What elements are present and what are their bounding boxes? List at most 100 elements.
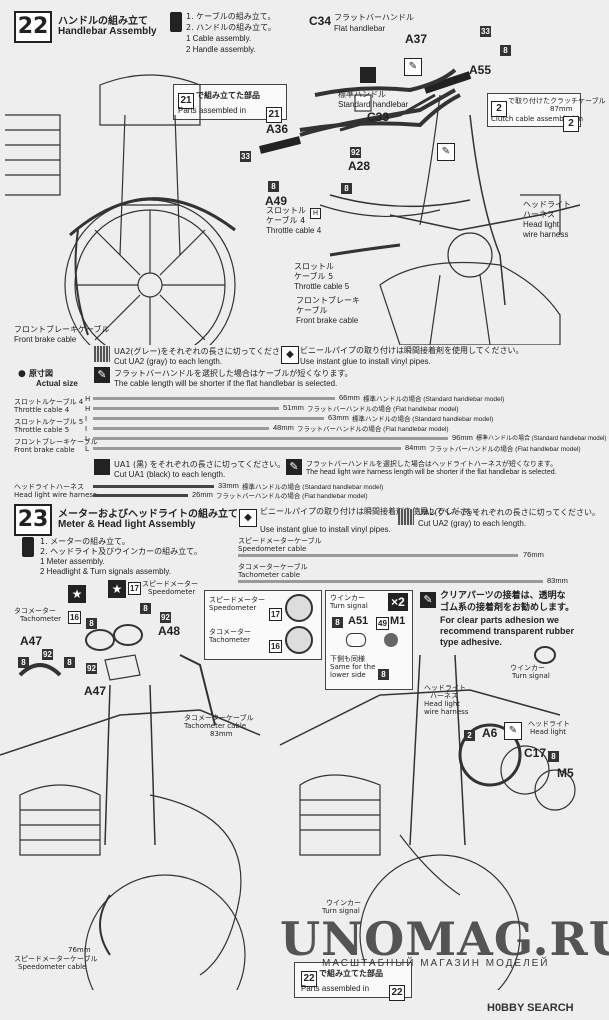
speedo-cable-bar bbox=[238, 554, 518, 557]
hl-harness-en-1: Head light bbox=[424, 700, 461, 708]
tacho-cable2-en: Tachometer cable bbox=[184, 722, 247, 730]
front-brake-cable-jp: フロントブレーキケーブル bbox=[14, 325, 110, 334]
clear-note-jp-2: ゴム系の接着剤をお勧めします。 bbox=[440, 603, 575, 613]
cable-row-0-letter: H bbox=[85, 395, 91, 403]
cable-bar-4 bbox=[93, 437, 448, 440]
harness-row-0-len: 33mm bbox=[217, 481, 240, 490]
handlebar-illustration bbox=[5, 68, 581, 345]
ref-box-22: 22 で組み立てた部品 Parts assembled in 22 bbox=[294, 962, 412, 1001]
cable-row-5-letter: L bbox=[85, 445, 89, 453]
part-a28: A28 bbox=[348, 159, 371, 173]
hobby-search-logo: H0BBY SEARCH bbox=[487, 1002, 574, 1014]
cable-row-2-jp: スロットルケーブル 5 bbox=[14, 418, 84, 426]
tachometer-label-en: Tachometer bbox=[20, 615, 62, 623]
ua1-jp: UA1 (黒) をそれぞれの長さに切ってください。 bbox=[114, 460, 286, 469]
cable-row-4-jp: フロントブレーキケーブル bbox=[14, 438, 98, 446]
turn-signal-lens-icon bbox=[384, 633, 398, 647]
cable-row-3-len: 48mm bbox=[272, 423, 295, 432]
vinyl-jp: ビニールパイプの取り付けは瞬間接着剤を使用してください。 bbox=[260, 507, 484, 516]
fbrake-jp-2: ケーブル bbox=[296, 306, 328, 315]
step-22-inst2-jp: 2. ハンドルの組み立て。 bbox=[186, 23, 276, 32]
part-a51: A51 bbox=[348, 615, 369, 627]
cable-row-2-letter: I bbox=[85, 415, 88, 423]
cable-row-2-en: Throttle cable 5 bbox=[14, 426, 70, 434]
actual-size-en: Actual size bbox=[36, 379, 78, 388]
part-a49: A49 bbox=[265, 194, 288, 208]
clear-note-en-2: recommend transparent rubber bbox=[440, 626, 575, 636]
glue-icon-a: ✎ bbox=[404, 58, 422, 76]
headlight-harness-en-1: Head light bbox=[523, 220, 560, 229]
part-c33: C33 bbox=[367, 110, 390, 124]
step-22-inst1-en: 1 Cable assembly. bbox=[186, 34, 252, 43]
tachometer-dial-icon bbox=[285, 626, 313, 654]
meter-headlight-illustration bbox=[0, 624, 576, 990]
instruction-pencil-icon bbox=[170, 12, 182, 32]
throttle5-jp-2: ケーブル 5 bbox=[294, 272, 334, 281]
part-num-92-m: 92 bbox=[160, 612, 171, 623]
part-num-8-m1: 8 bbox=[86, 618, 97, 629]
ua2-swatch-icon-23 bbox=[398, 509, 414, 525]
same-lower-en1: Same for the bbox=[330, 663, 376, 671]
part-m1: M1 bbox=[390, 615, 406, 627]
speedo-cable2-jp: スピードメーターケーブル bbox=[14, 955, 98, 963]
step-22-title-en: Handlebar Assembly bbox=[58, 26, 157, 37]
throttle4-jp-1: スロットル bbox=[266, 206, 306, 215]
part-num-8c: 8 bbox=[341, 183, 352, 194]
turn-signal-en: Turn signal bbox=[330, 602, 368, 610]
part-num-8b: 8 bbox=[268, 181, 279, 192]
cable-row-4-letter: L bbox=[85, 435, 89, 443]
cable-row-0-jp: スロットルケーブル 4 bbox=[14, 398, 84, 406]
ref-box-21: 21 で組み立てた部品 Parts assembled in 21 bbox=[173, 84, 287, 123]
headlight-en: Head light bbox=[530, 728, 567, 736]
watermark-main: UNOMAG.RU bbox=[280, 912, 609, 966]
part-num-8-a47a: 8 bbox=[18, 657, 29, 668]
harness-row-1-len: 26mm bbox=[191, 490, 214, 499]
ua1-en: Cut UA1 (black) to each length. bbox=[114, 470, 226, 479]
throttle4-en: Throttle cable 4 bbox=[266, 226, 322, 235]
glue-icon-c: ✎ bbox=[504, 722, 522, 740]
headlight-harness-en-2: wire harness bbox=[523, 230, 569, 239]
ref-21-en: Parts assembled in bbox=[178, 106, 247, 115]
part-a48: A48 bbox=[158, 624, 181, 638]
part-a6: A6 bbox=[482, 726, 498, 740]
harness-row-1-desc: フラットバーハンドルの場合 (Flat handlebar model) bbox=[215, 490, 369, 500]
ref-22-number: 22 bbox=[389, 985, 405, 1001]
cable-bar-3 bbox=[93, 427, 269, 430]
quantity-x2: ×2 bbox=[388, 593, 408, 611]
harness-en: Head light wire harness bbox=[14, 491, 97, 499]
cable-row-4-desc: 標準ハンドルの場合 (Standard handlebar model) bbox=[475, 433, 608, 442]
cable-row-1-desc: フラットバーハンドルの場合 (Flat handlebar model) bbox=[306, 403, 460, 413]
part-num-16: 16 bbox=[68, 611, 81, 624]
cables-note2-jp: ビニールパイプの取り付けは瞬間接着剤を使用してください。 bbox=[300, 346, 524, 355]
harness-jp: ヘッドライトハーネス bbox=[14, 483, 84, 491]
front-brake-cable-en: Front brake cable bbox=[14, 335, 77, 344]
step-22-number: 22 bbox=[14, 11, 52, 43]
part-num-8-ts2: 8 bbox=[378, 669, 389, 680]
part-a37: A37 bbox=[405, 32, 428, 46]
vinyl-en: Use instant glue to install vinyl pipes. bbox=[260, 525, 391, 534]
turn-signal2-en: Turn signal bbox=[512, 672, 550, 680]
tacho-cable-en: Tachometer cable bbox=[238, 571, 301, 579]
cable-bar-0 bbox=[93, 397, 335, 400]
pencil-icon-23: ✎ bbox=[420, 592, 436, 608]
speedo-cable-en: Speedometer cable bbox=[238, 545, 307, 553]
ref-2-number: 2 bbox=[563, 116, 579, 132]
speedometer-dial-icon bbox=[285, 594, 313, 622]
cable-row-3-letter: I bbox=[85, 425, 88, 433]
ref-21-jp: で組み立てた部品 bbox=[196, 91, 260, 100]
part-num-8-c17: 8 bbox=[548, 751, 559, 762]
cable-row-2-desc: 標準ハンドルの場合 (Standard handlebar model) bbox=[351, 413, 495, 423]
flat-handlebar-en: Flat handlebar bbox=[334, 24, 386, 33]
step-22-inst1-jp: 1. ケーブルの組み立て。 bbox=[186, 12, 276, 21]
part-num-8a: 8 bbox=[500, 45, 511, 56]
clear-note-en-1: For clear parts adhesion we bbox=[440, 615, 560, 625]
tachometer-jp: タコメーター bbox=[209, 628, 251, 636]
part-m5: M5 bbox=[557, 766, 574, 780]
hl-harness-jp-1: ヘッドライト bbox=[424, 684, 466, 692]
same-lower-en2: lower side bbox=[330, 671, 366, 679]
ref-2-length: 87mm bbox=[550, 105, 573, 113]
step-23-number: 23 bbox=[14, 504, 52, 536]
part-a55: A55 bbox=[469, 63, 492, 77]
turn-signal-jp: ウインカー bbox=[330, 594, 365, 602]
